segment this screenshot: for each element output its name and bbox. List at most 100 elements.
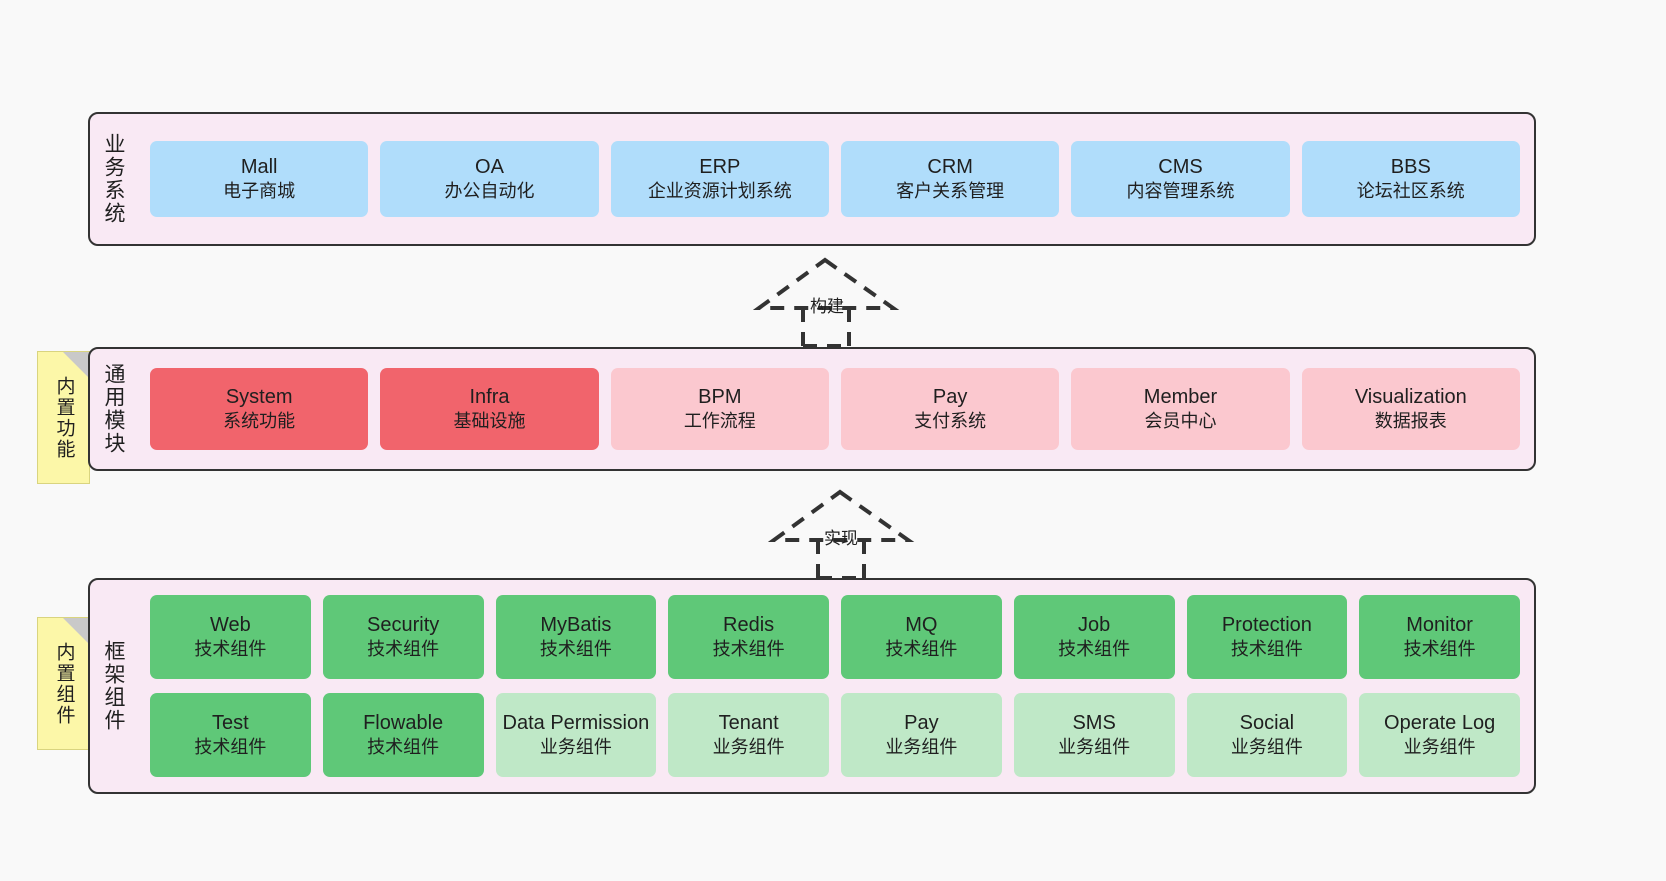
common-module-box-row: System 系统功能 Infra 基础设施 BPM 工作流程 Pay 支付系统…	[136, 349, 1534, 469]
box-pay-module[interactable]: Pay 支付系统	[840, 368, 1060, 450]
box-crm[interactable]: CRM 客户关系管理	[840, 141, 1060, 217]
layer-title-framework-component: 框架组件	[102, 640, 126, 732]
box-data-permission-cn: 业务组件	[539, 737, 612, 758]
box-oa[interactable]: OA 办公自动化	[380, 141, 599, 217]
box-monitor-cn: 技术组件	[1403, 639, 1476, 660]
box-security[interactable]: Security 技术组件	[322, 595, 484, 679]
box-web-cn: 技术组件	[194, 639, 267, 660]
box-web-en: Web	[209, 613, 251, 636]
box-oa-en: OA	[475, 155, 504, 178]
box-mybatis-en: MyBatis	[540, 613, 612, 636]
box-redis-en: Redis	[723, 613, 775, 636]
box-data-permission[interactable]: Data Permission 业务组件	[495, 693, 657, 777]
box-cms-en: CMS	[1158, 155, 1203, 178]
arrow-build-head	[752, 257, 900, 310]
layer-common-module: 通用模块 System 系统功能 Infra 基础设施 BPM 工作流程 Pay…	[88, 347, 1536, 471]
framework-component-box-grid: Web 技术组件 Security 技术组件 MyBatis 技术组件 Redi…	[136, 580, 1534, 792]
box-erp-cn: 企业资源计划系统	[647, 181, 792, 202]
box-social[interactable]: Social 业务组件	[1186, 693, 1348, 777]
box-mq-en: MQ	[905, 613, 938, 636]
box-flowable[interactable]: Flowable 技术组件	[322, 693, 484, 777]
box-job-en: Job	[1078, 613, 1111, 636]
arrow-build-shaft	[801, 308, 851, 348]
box-member[interactable]: Member 会员中心	[1071, 368, 1290, 450]
box-sms-cn: 业务组件	[1058, 737, 1131, 758]
box-bpm[interactable]: BPM 工作流程	[610, 368, 829, 450]
layer-title-common-module: 通用模块	[102, 363, 126, 455]
box-system-cn: 系统功能	[223, 411, 296, 432]
box-bpm-cn: 工作流程	[683, 411, 756, 432]
box-data-permission-en: Data Permission	[502, 711, 650, 734]
box-operate-log-en: Operate Log	[1384, 711, 1496, 734]
box-mybatis[interactable]: MyBatis 技术组件	[495, 595, 657, 679]
box-web[interactable]: Web 技术组件	[150, 595, 311, 679]
box-monitor[interactable]: Monitor 技术组件	[1359, 595, 1520, 679]
box-visualization[interactable]: Visualization 数据报表	[1301, 368, 1520, 450]
box-pay-module-cn: 支付系统	[914, 411, 987, 432]
box-security-en: Security	[367, 613, 440, 636]
box-pay-component[interactable]: Pay 业务组件	[841, 693, 1002, 777]
box-oa-cn: 办公自动化	[444, 181, 535, 202]
box-member-en: Member	[1143, 385, 1218, 408]
layer-title-business-system: 业务系统	[102, 133, 126, 225]
note-builtin-component-label: 内置组件	[53, 641, 75, 726]
box-cms[interactable]: CMS 内容管理系统	[1071, 141, 1290, 217]
box-erp[interactable]: ERP 企业资源计划系统	[610, 141, 829, 217]
note-builtin-feature-label: 内置功能	[53, 375, 75, 460]
box-bbs-cn: 论坛社区系统	[1356, 181, 1465, 202]
business-system-box-row: Mall 电子商城 OA 办公自动化 ERP 企业资源计划系统 CRM 客户关系…	[136, 114, 1534, 244]
note-fold-corner-icon	[63, 618, 89, 644]
box-bbs[interactable]: BBS 论坛社区系统	[1301, 141, 1520, 217]
box-test[interactable]: Test 技术组件	[150, 693, 311, 777]
box-infra-cn: 基础设施	[453, 411, 526, 432]
box-mq-cn: 技术组件	[885, 639, 958, 660]
box-operate-log-cn: 业务组件	[1403, 737, 1476, 758]
arrow-build-label: 构建	[810, 297, 844, 316]
box-system[interactable]: System 系统功能	[150, 368, 369, 450]
box-crm-en: CRM	[927, 155, 973, 178]
arrow-implement-head	[767, 489, 915, 542]
box-bbs-en: BBS	[1390, 155, 1431, 178]
box-protection-en: Protection	[1221, 613, 1312, 636]
box-security-cn: 技术组件	[367, 639, 440, 660]
box-infra[interactable]: Infra 基础设施	[380, 368, 599, 450]
box-bpm-en: BPM	[698, 385, 742, 408]
box-erp-en: ERP	[699, 155, 741, 178]
box-pay-component-cn: 业务组件	[885, 737, 958, 758]
box-redis[interactable]: Redis 技术组件	[668, 595, 829, 679]
note-fold-corner-icon	[63, 352, 89, 378]
box-redis-cn: 技术组件	[712, 639, 785, 660]
box-tenant-cn: 业务组件	[712, 737, 785, 758]
note-builtin-feature: 内置功能	[37, 351, 90, 484]
box-cms-cn: 内容管理系统	[1126, 181, 1235, 202]
box-system-en: System	[225, 385, 293, 408]
box-tenant[interactable]: Tenant 业务组件	[668, 693, 829, 777]
box-operate-log[interactable]: Operate Log 业务组件	[1359, 693, 1520, 777]
box-test-cn: 技术组件	[194, 737, 267, 758]
box-visualization-en: Visualization	[1354, 385, 1467, 408]
box-test-en: Test	[212, 711, 249, 734]
box-job-cn: 技术组件	[1058, 639, 1131, 660]
box-flowable-cn: 技术组件	[367, 737, 440, 758]
arrow-implement: 实现	[767, 488, 915, 580]
box-sms-en: SMS	[1072, 711, 1116, 734]
box-infra-en: Infra	[469, 385, 510, 408]
arrow-implement-label: 实现	[824, 529, 858, 548]
box-mall[interactable]: Mall 电子商城	[150, 141, 369, 217]
box-member-cn: 会员中心	[1144, 411, 1217, 432]
box-flowable-en: Flowable	[363, 711, 444, 734]
box-sms[interactable]: SMS 业务组件	[1013, 693, 1175, 777]
layer-framework-component: 框架组件 Web 技术组件 Security 技术组件 MyBatis 技术组件…	[88, 578, 1536, 794]
box-mall-en: Mall	[240, 155, 278, 178]
box-job[interactable]: Job 技术组件	[1013, 595, 1175, 679]
box-social-cn: 业务组件	[1230, 737, 1303, 758]
box-monitor-en: Monitor	[1406, 613, 1473, 636]
box-protection-cn: 技术组件	[1230, 639, 1303, 660]
box-visualization-cn: 数据报表	[1374, 411, 1447, 432]
box-mall-cn: 电子商城	[223, 181, 296, 202]
box-mybatis-cn: 技术组件	[539, 639, 612, 660]
box-mq[interactable]: MQ 技术组件	[841, 595, 1002, 679]
box-tenant-en: Tenant	[718, 711, 779, 734]
box-protection[interactable]: Protection 技术组件	[1186, 595, 1348, 679]
